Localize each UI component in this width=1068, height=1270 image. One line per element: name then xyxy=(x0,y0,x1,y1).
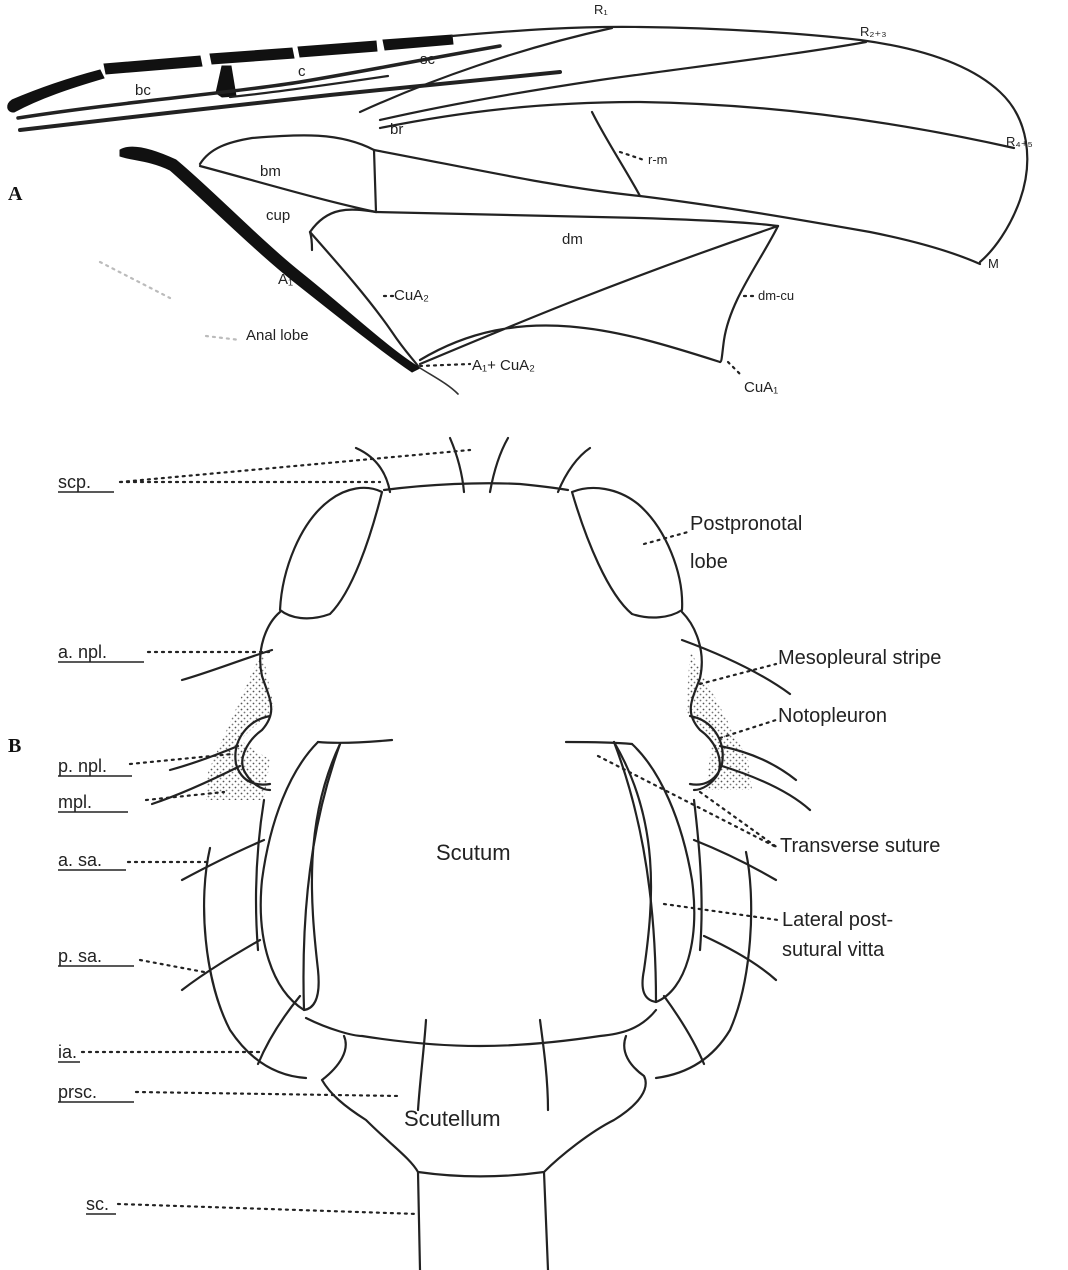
wing-label-cua2: CuA₂ xyxy=(394,287,429,304)
leader-scp xyxy=(120,450,470,482)
label-scutellum: Scutellum xyxy=(404,1106,501,1131)
leader-sc xyxy=(118,1204,418,1214)
wing-label-cua1: CuA₁ xyxy=(744,379,778,396)
left-vitta-suture xyxy=(318,740,392,743)
wing-label-a1: A₁ xyxy=(278,271,293,288)
wing-r45-vein xyxy=(380,102,1014,148)
bristle-prsc-right xyxy=(540,1020,548,1110)
right-outer-ring-2 xyxy=(694,800,702,950)
label-prsc: prsc. xyxy=(58,1082,97,1102)
wing-label-a1cua2: A₁+ CuA₂ xyxy=(472,357,535,374)
left-labels: scp. a. npl. p. npl. mpl. a. sa. p. sa. … xyxy=(58,472,144,1214)
leader-prsc xyxy=(136,1092,400,1096)
wing-costa-base xyxy=(8,70,104,112)
wing-label-anal-lobe: Anal lobe xyxy=(246,327,309,344)
label-transverse: Transverse suture xyxy=(780,835,940,857)
right-postpronotal-lobe xyxy=(572,488,682,617)
wing-label-cup: cup xyxy=(266,207,290,224)
label-notopleuron: Notopleuron xyxy=(778,705,887,727)
label-ia: ia. xyxy=(58,1042,77,1062)
label-lateral-1: Lateral post- xyxy=(782,909,893,931)
wing-label-r45: R₄₊₅ xyxy=(1006,134,1033,149)
left-outer-ring xyxy=(204,848,306,1078)
wing-rm-crossvein xyxy=(592,112,640,196)
label-scutum: Scutum xyxy=(436,840,511,865)
wing-faint-edge-1 xyxy=(100,262,170,298)
label-psa: p. sa. xyxy=(58,946,102,966)
label-scp: scp. xyxy=(58,472,91,492)
wing-label-bm: bm xyxy=(260,163,281,180)
wing-dm-lower xyxy=(376,212,778,226)
wing-label-m: M xyxy=(988,256,999,271)
wing-label-c: c xyxy=(298,63,306,80)
bristle-ia-left xyxy=(258,996,300,1064)
wing-label-bc: bc xyxy=(135,82,151,99)
label-asa: a. sa. xyxy=(58,850,102,870)
wing-costa-seg-2 xyxy=(104,56,202,74)
left-vitta-inner xyxy=(303,744,340,1010)
leader-psa xyxy=(140,960,204,972)
scutum-posterior xyxy=(306,1010,656,1046)
bristle-ia-right xyxy=(664,996,704,1064)
wing-bm-crossvein xyxy=(374,150,376,212)
bristle-scp-4 xyxy=(558,448,590,492)
label-mpl: mpl. xyxy=(58,792,92,812)
wing-label-r1: R₁ xyxy=(594,2,608,17)
label-postpronotal-1: Postpronotal xyxy=(690,513,802,535)
wing-costa-seg-3 xyxy=(210,48,294,64)
leader-a1cua2 xyxy=(420,364,470,366)
wing-label-dm: dm xyxy=(562,231,583,248)
leader-cua1 xyxy=(728,362,742,376)
wing-costa-seg-5 xyxy=(383,35,453,50)
left-postpronotal-lobe xyxy=(280,488,382,619)
label-postpronotal-2: lobe xyxy=(690,551,728,573)
leader-lateral xyxy=(664,904,778,920)
wing-label-dmcu: dm-cu xyxy=(758,288,794,303)
wing-drawing xyxy=(8,27,1028,394)
bristle-asa-left xyxy=(182,840,264,880)
right-outer-ring xyxy=(656,852,751,1078)
bristle-psa-left xyxy=(182,940,260,990)
wing-label-sc: sc xyxy=(420,51,436,68)
right-vitta-suture xyxy=(566,742,632,744)
wing-label-r23: R₂₊₃ xyxy=(860,24,887,39)
postscutellum-left xyxy=(418,1172,420,1270)
bristle-prsc-left xyxy=(418,1020,426,1110)
label-mesopleural: Mesopleural stripe xyxy=(778,647,941,669)
wing-costa-seg-4 xyxy=(298,41,377,57)
panel-label-b: B xyxy=(8,735,21,757)
panel-label-a: A xyxy=(8,183,23,205)
label-sc: sc. xyxy=(86,1194,109,1214)
wing-label-br: br xyxy=(390,121,403,138)
bristle-asa-right xyxy=(694,840,776,880)
leader-mesopleural xyxy=(700,664,776,684)
wing-anal-margin xyxy=(420,368,458,394)
label-anpl: a. npl. xyxy=(58,642,107,662)
label-lateral-2: sutural vitta xyxy=(782,939,885,961)
label-pnpl: p. npl. xyxy=(58,756,107,776)
scutum-outline xyxy=(242,483,719,790)
bristle-psa-right xyxy=(704,936,776,980)
leader-rm xyxy=(620,152,644,160)
wing-faint-edge-2 xyxy=(206,336,240,340)
postscutellum-right xyxy=(544,1172,548,1270)
bristle-scp-1 xyxy=(356,448,390,492)
leader-transverse xyxy=(598,756,778,848)
wing-m-vein xyxy=(374,150,980,264)
wing-label-rm: r-m xyxy=(648,152,668,167)
wing-bm-cell xyxy=(200,135,374,164)
